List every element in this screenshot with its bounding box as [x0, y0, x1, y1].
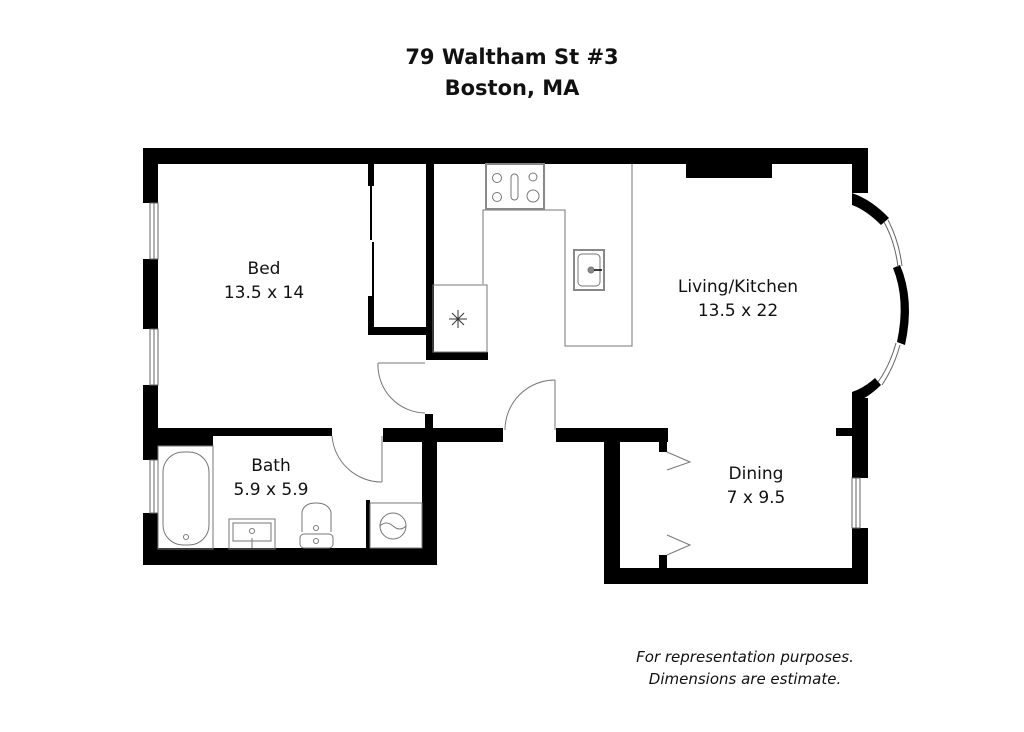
doors [331, 186, 692, 556]
washer-icon [369, 502, 423, 549]
room-dimensions: 13.5 x 14 [223, 283, 305, 303]
address-line-1: 79 Waltham St #3 [405, 45, 619, 69]
kitchen-sink-icon [573, 249, 605, 291]
kitchen-fixtures [432, 163, 633, 353]
room-name: Living/Kitchen [677, 277, 799, 297]
toilet-icon [299, 502, 334, 549]
room-label-bath: Bath 5.9 x 5.9 [234, 454, 309, 502]
walls [143, 148, 909, 584]
property-address: 79 Waltham St #3 Boston, MA [0, 42, 1024, 104]
room-label-dining: Dining 7 x 9.5 [727, 462, 786, 510]
range-stove-icon [485, 163, 545, 210]
refrigerator-icon [432, 284, 488, 353]
room-name: Dining [728, 464, 784, 484]
room-dimensions: 7 x 9.5 [726, 488, 786, 508]
windows [149, 202, 903, 529]
disclaimer-line-2: Dimensions are estimate. [648, 670, 842, 688]
disclaimer-note: For representation purposes. Dimensions … [600, 646, 890, 690]
room-name: Bed [247, 259, 281, 279]
bathtub-icon [162, 451, 210, 546]
room-dimensions: 13.5 x 22 [697, 301, 779, 321]
room-label-bed: Bed 13.5 x 14 [224, 257, 304, 305]
kitchen-counter [482, 164, 633, 347]
room-dimensions: 5.9 x 5.9 [233, 480, 309, 500]
bath-fixtures [157, 445, 423, 550]
room-label-living-kitchen: Living/Kitchen 13.5 x 22 [678, 275, 798, 323]
room-name: Bath [251, 456, 291, 476]
bathroom-sink-icon [228, 518, 276, 550]
address-line-2: Boston, MA [444, 76, 580, 100]
disclaimer-line-1: For representation purposes. [636, 648, 854, 666]
